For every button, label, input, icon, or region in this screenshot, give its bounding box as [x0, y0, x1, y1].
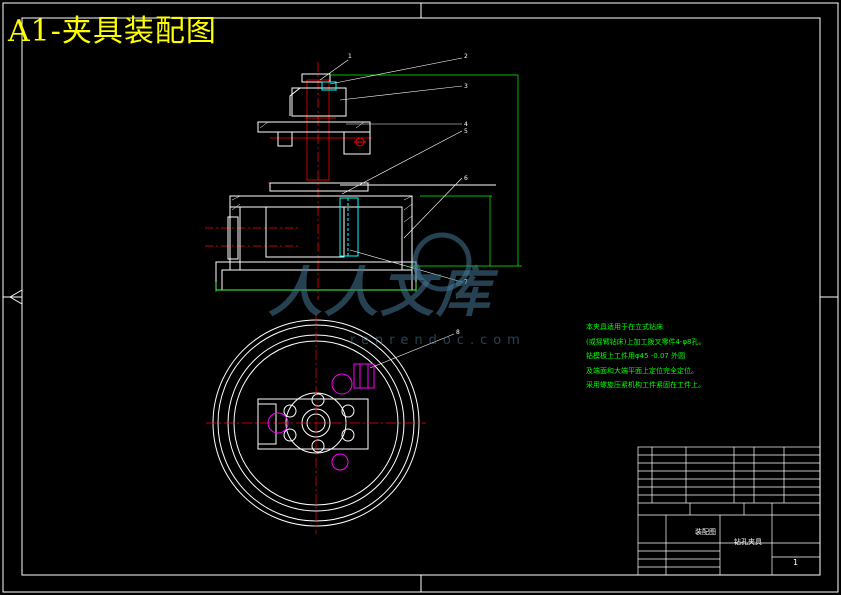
note-line: 本夹具适用于在立式钻床: [586, 323, 663, 331]
dimension-lines: [215, 74, 522, 292]
watermark-logo-mark: [412, 232, 472, 292]
title-block-sheet-number: 1: [793, 558, 799, 567]
hidden-parts: [321, 81, 359, 257]
note-line: 及端面和大端平面上定位完全定位。: [586, 366, 698, 375]
plan-magenta-features: [267, 363, 375, 471]
watermark-logo-text: 人人文库: [268, 260, 492, 324]
section-hatching: [231, 121, 413, 223]
balloon-1: 1: [348, 53, 352, 60]
note-line: 钻模板上工件用φ45 -0.07 外圆: [586, 352, 686, 360]
side-screw: [354, 137, 366, 147]
title-block-drawing-title: 装配图: [695, 528, 716, 536]
leader-lines: [319, 57, 463, 369]
plan-centerlines: [206, 314, 426, 534]
balloon-2: 2: [464, 53, 468, 60]
note-line: 采用螺旋压紧机构工件紧固在工件上。: [586, 381, 705, 389]
drawing-title: A1-夹具装配图: [8, 14, 217, 49]
technical-notes: 本夹具适用于在立式钻床 (或摇臂钻床)上加工拨叉零件4-φ8孔。 钻模板上工件用…: [586, 320, 816, 393]
part-balloons: 1 2 3 4 5 6 7 8: [348, 53, 468, 336]
balloon-4: 4: [464, 121, 468, 128]
top-plan-view: [206, 314, 426, 534]
title-block-part-name: 钻孔夹具: [734, 538, 762, 546]
watermark-url: renrendoc.com: [350, 333, 526, 348]
note-line: (或摇臂钻床)上加工拨叉零件4-φ8孔。: [586, 337, 706, 346]
balloon-5: 5: [464, 128, 468, 135]
balloon-8: 8: [456, 329, 460, 336]
balloon-7: 7: [464, 279, 468, 286]
front-section-view: [205, 57, 522, 369]
balloon-6: 6: [464, 175, 468, 182]
balloon-3: 3: [464, 83, 468, 90]
title-block: [637, 446, 821, 576]
